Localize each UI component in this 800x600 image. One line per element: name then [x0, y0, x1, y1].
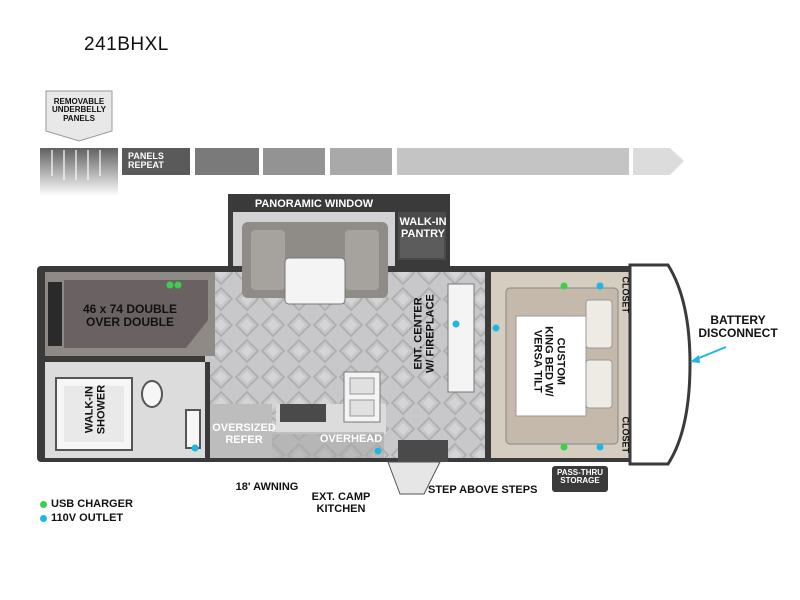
awning-label: 18' AWNING	[235, 481, 299, 493]
walk-in-pantry-label: WALK-IN PANTRY	[399, 216, 447, 240]
usb-charger-marker	[560, 443, 568, 451]
step-above-steps-label: STEP ABOVE STEPS	[428, 484, 538, 496]
legend-item-outlet: 110V OUTLET	[40, 511, 133, 525]
ent-center-label: ENT. CENTER W/ FIREPLACE	[412, 294, 436, 373]
usb-charger-marker	[560, 282, 568, 290]
panels-repeat-label: PANELS REPEAT	[128, 151, 164, 171]
outlet-marker	[191, 444, 199, 452]
pass-thru-storage	[552, 466, 608, 492]
legend: USB CHARGER 110V OUTLET	[40, 497, 133, 525]
legend-label: 110V OUTLET	[51, 512, 124, 524]
usb-charger-marker	[166, 281, 174, 289]
overhead-label: OVERHEAD	[319, 433, 383, 445]
outlet-dot-icon	[40, 514, 47, 522]
battery-arrow	[690, 346, 727, 363]
sofa-dinette	[242, 222, 388, 305]
shower-label: WALK-IN SHOWER	[83, 384, 107, 435]
underbelly-badge	[45, 90, 113, 142]
usb-charger-marker	[174, 281, 182, 289]
bathroom-fixtures	[55, 377, 201, 451]
outlet-marker	[492, 324, 500, 332]
model-title: 241BHXL	[84, 34, 169, 55]
closet-top-label: CLOSET	[620, 276, 631, 313]
king-bed-label: CUSTOM KING BED W/ VERSA TILT	[531, 326, 567, 397]
outlet-marker	[596, 282, 604, 290]
outlet-marker	[596, 443, 604, 451]
usb-dot-icon	[40, 500, 47, 508]
battery-disconnect-label: BATTERY DISCONNECT	[698, 313, 778, 340]
king-bed	[505, 287, 619, 445]
panoramic-window-label: PANORAMIC WINDOW	[254, 198, 374, 210]
bunks-label: 46 x 74 DOUBLE OVER DOUBLE	[82, 302, 178, 329]
closet-bottom-label: CLOSET	[620, 416, 631, 453]
pass-thru-storage-label: PASS-THRU STORAGE	[556, 468, 604, 486]
legend-item-usb: USB CHARGER	[40, 497, 133, 511]
kitchen	[210, 371, 386, 458]
camp-kitchen-label: EXT. CAMP KITCHEN	[311, 491, 371, 515]
outlet-marker	[374, 447, 382, 455]
legend-label: USB CHARGER	[51, 498, 133, 510]
underbelly-badge-label: REMOVABLE UNDERBELLY PANELS	[52, 97, 106, 123]
oversized-refer-label: OVERSIZED REFER	[212, 422, 276, 446]
underbelly-panels	[40, 148, 684, 196]
outlet-markers	[166, 281, 604, 455]
entertainment-center	[387, 283, 475, 495]
bunk-bed	[48, 280, 208, 348]
outlet-marker	[452, 320, 460, 328]
